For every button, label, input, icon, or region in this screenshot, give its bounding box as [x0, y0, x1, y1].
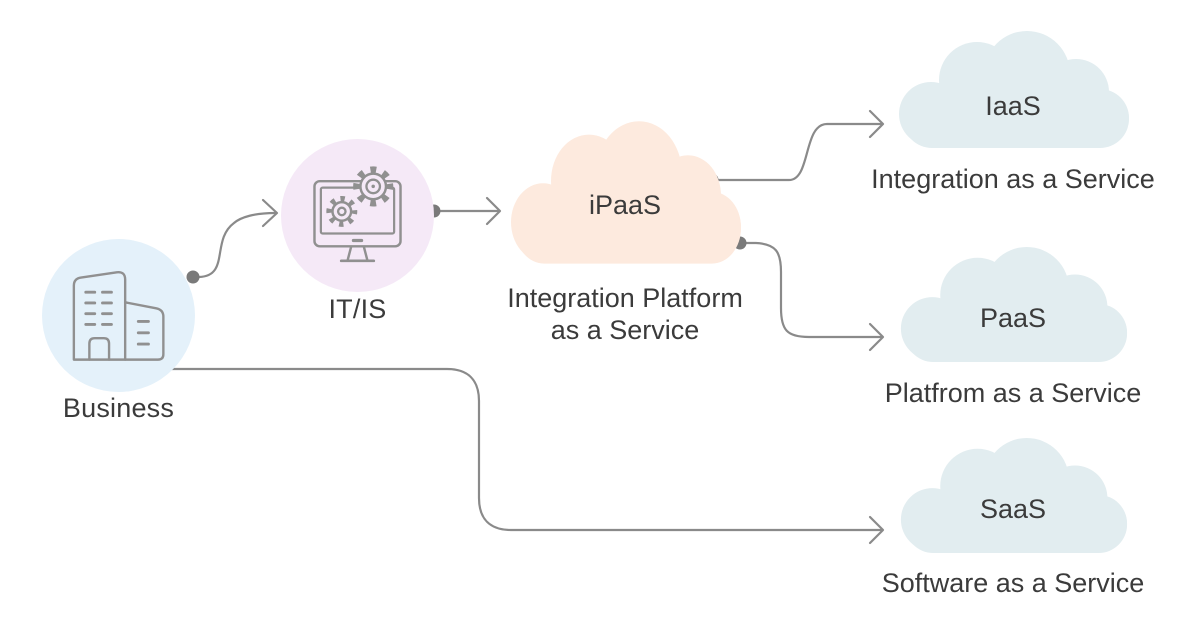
ipaas-subtitle-line1: Integration Platform — [507, 283, 743, 313]
iaas-cloud-shape — [899, 31, 1129, 148]
connector-dot — [186, 270, 200, 284]
itis-circle — [281, 139, 434, 292]
office-buildings-icon — [72, 270, 165, 361]
ipaas-subtitle: Integration Platform as a Service — [465, 282, 785, 346]
connector-ipaas-iaas — [716, 122, 883, 182]
paas-cloud-shape — [900, 246, 1128, 363]
ipaas-cloud — [511, 121, 741, 264]
ipaas-cloud-shape — [511, 121, 741, 264]
connector-business-itis — [197, 211, 277, 279]
business-circle — [42, 239, 195, 392]
arrowhead-ipaas-paas-icon — [868, 322, 885, 352]
business-label: Business — [62, 393, 175, 423]
saas-cloud — [900, 437, 1128, 554]
paas-cloud — [900, 246, 1128, 363]
saas-label: SaaS — [979, 494, 1047, 524]
itis-node — [281, 139, 434, 292]
arrowhead-ipaas-iaas-icon — [868, 109, 885, 139]
arrowhead-business-itis-icon — [261, 198, 279, 228]
iaas-subtitle: Integration as a Service — [871, 164, 1155, 194]
saas-cloud-shape — [900, 437, 1128, 554]
iaas-label: IaaS — [985, 91, 1041, 121]
paas-label: PaaS — [979, 303, 1047, 333]
connector-business-saas — [167, 367, 883, 532]
itis-label: IT/IS — [328, 294, 387, 324]
ipaas-label: iPaaS — [588, 190, 662, 220]
iaas-cloud — [899, 31, 1129, 148]
saas-subtitle: Software as a Service — [881, 568, 1145, 598]
ipaas-subtitle-line2: as a Service — [550, 315, 700, 345]
arrowhead-business-saas-icon — [868, 515, 885, 545]
paas-subtitle: Platfrom as a Service — [884, 378, 1142, 408]
business-node — [42, 239, 195, 392]
arrowhead-itis-ipaas-icon — [485, 196, 502, 226]
monitor-gears-icon — [313, 166, 402, 263]
connector-ipaas-paas — [744, 241, 883, 339]
